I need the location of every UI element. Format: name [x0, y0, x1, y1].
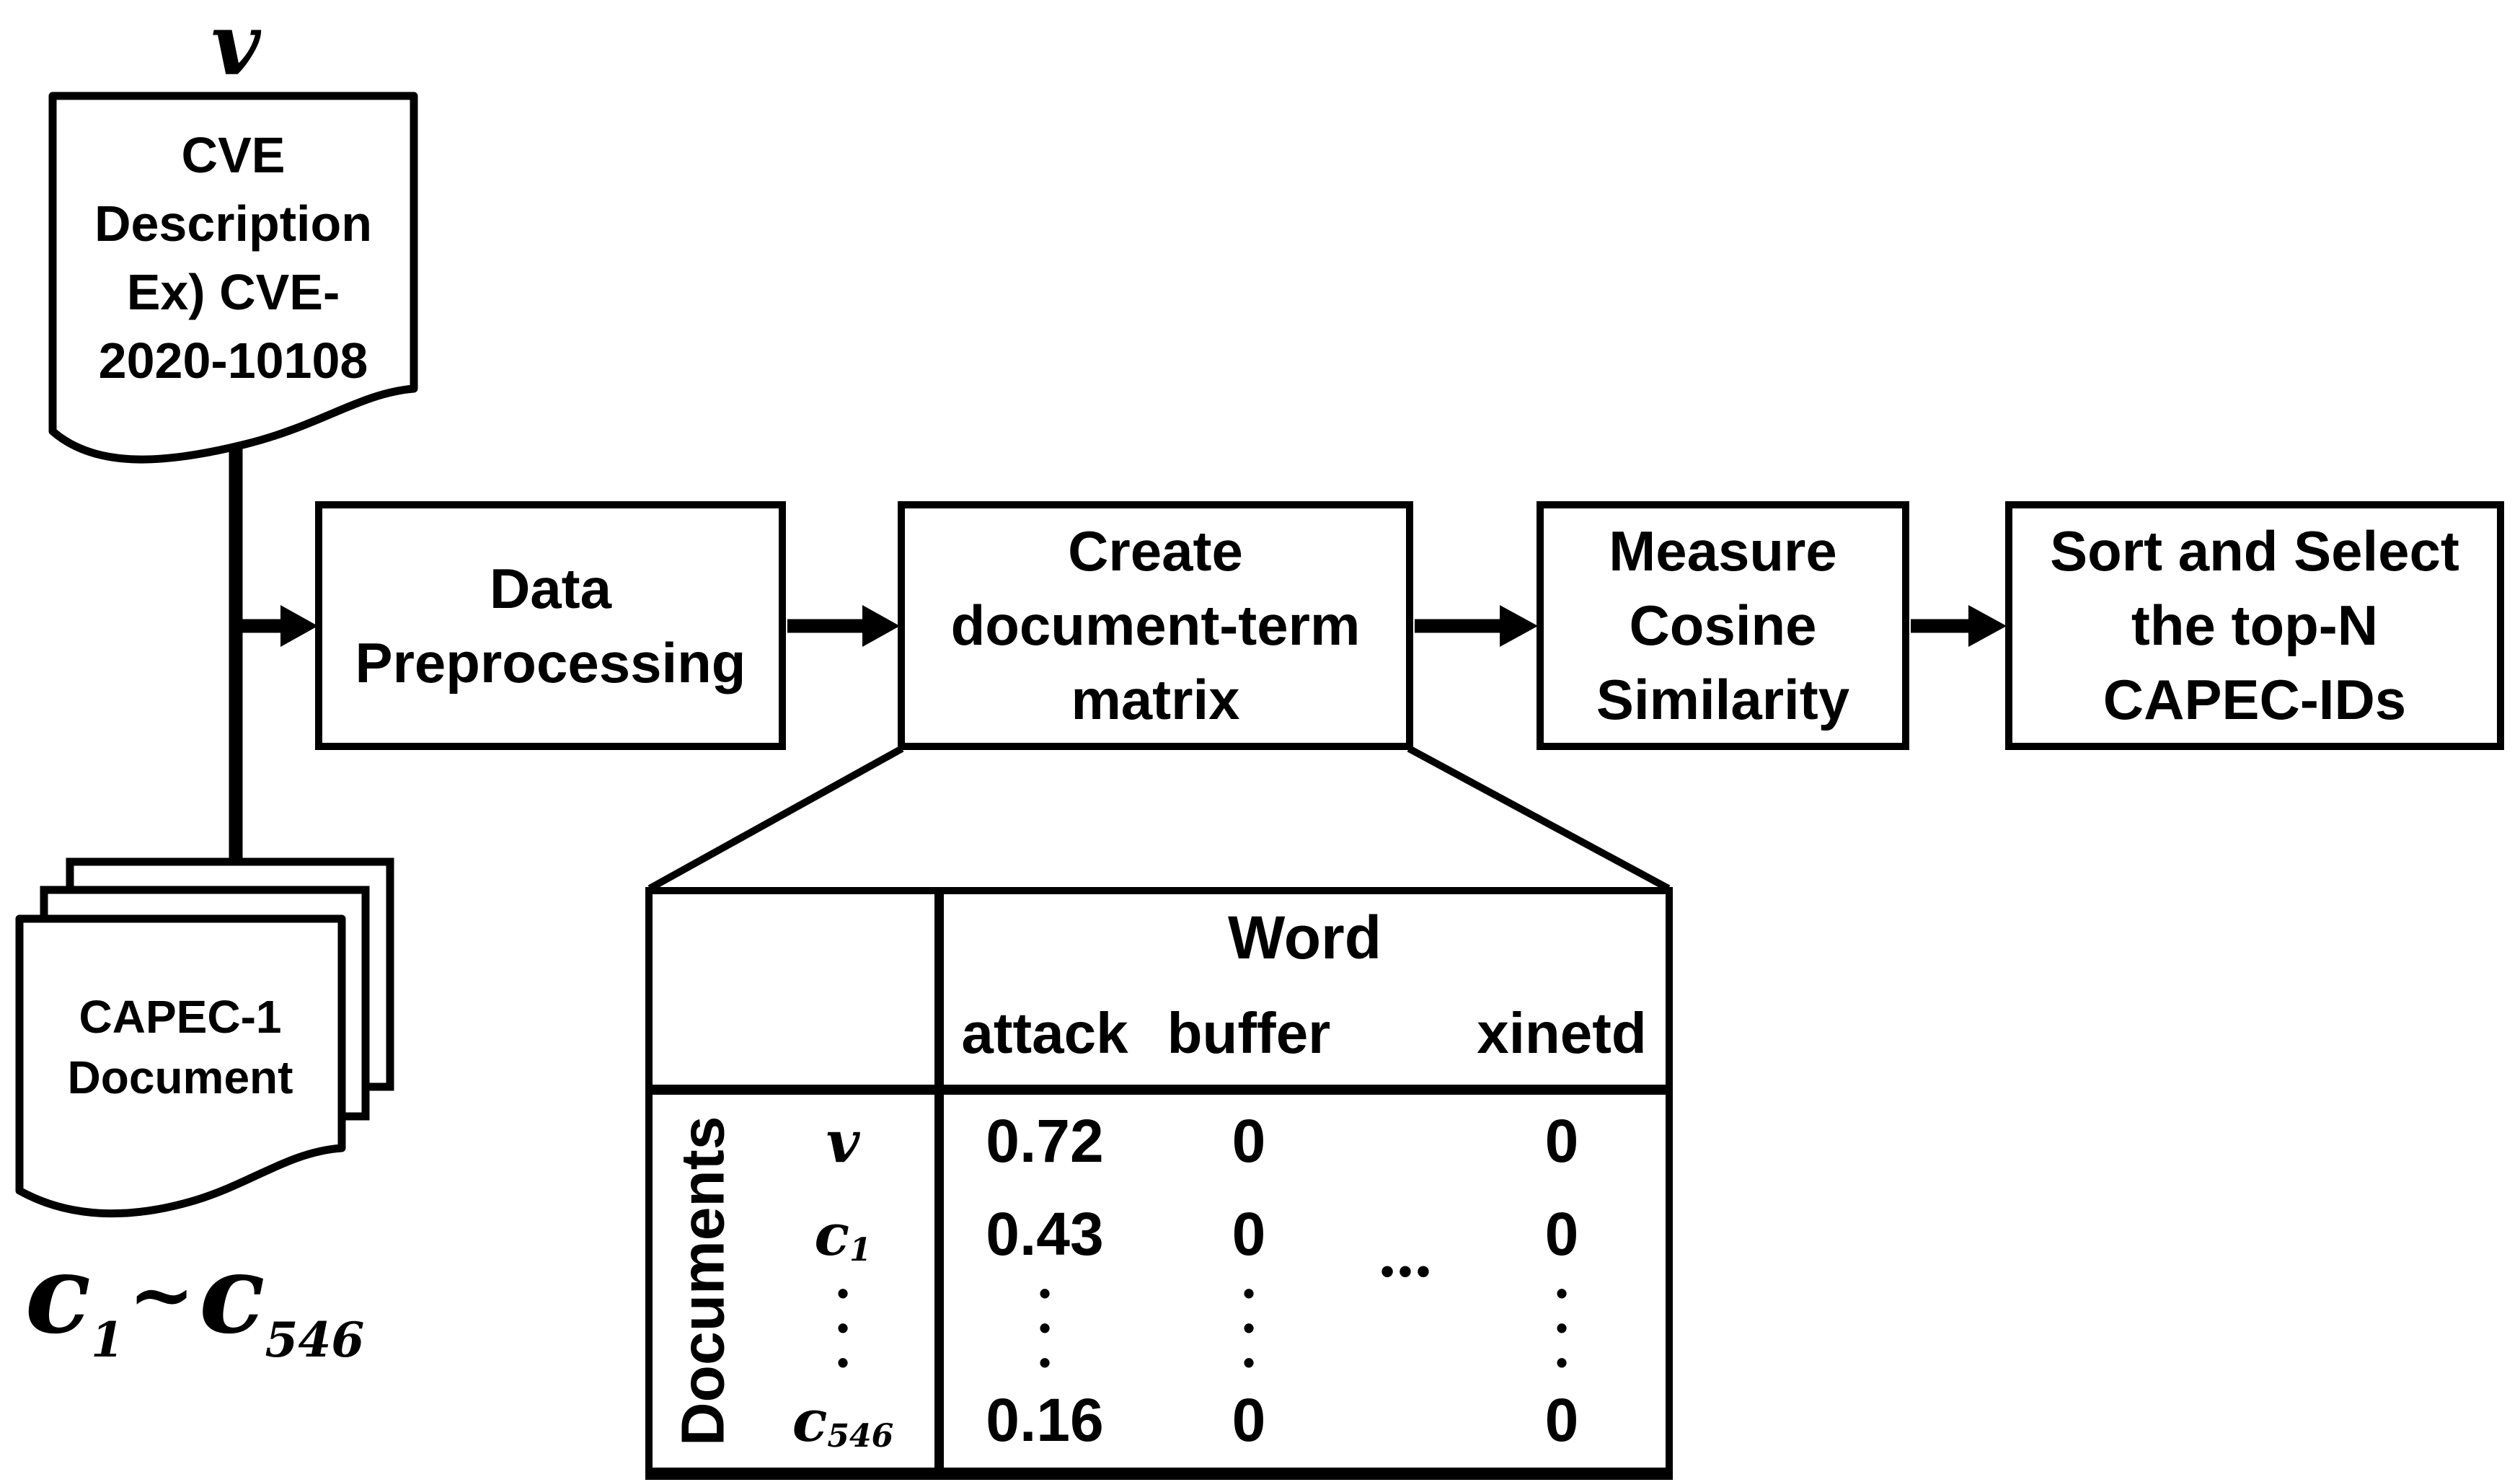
capec-document-text: CAPEC-1 Document [67, 991, 293, 1103]
cell-v-buffer: 0 [1232, 1107, 1266, 1175]
cell-v-xinetd: 0 [1544, 1107, 1579, 1175]
flow-step-measure-cosine-similarity: Measure Cosine Similarity [1537, 501, 1909, 750]
capec-range-sub1: 1 [91, 1312, 124, 1368]
capec-range-c2: c [199, 1231, 265, 1358]
arrowhead-2 [1500, 605, 1538, 647]
row-label-v: v [826, 1107, 860, 1176]
capec-range-c1: c [25, 1231, 92, 1358]
branch-arrowhead [280, 605, 318, 647]
cell-c1-attack: 0.43 [986, 1200, 1104, 1268]
cve-document-text: CVE Description Ex) CVE- 2020-10108 [94, 127, 373, 389]
capec-range-tilde: ~ [128, 1248, 195, 1341]
cve-vector-label: v [211, 0, 261, 94]
capec-range-sub2: 546 [265, 1312, 365, 1368]
cell-dots-buffer: • • • [1242, 1274, 1255, 1381]
table-header-divider [653, 1085, 1666, 1095]
arrowhead-1 [862, 605, 900, 647]
arrowhead-3 [1968, 605, 2007, 647]
word-axis-header: Word [1227, 903, 1382, 971]
cell-c546-buffer: 0 [1232, 1386, 1266, 1454]
row-label-ellipsis: • • • [836, 1274, 849, 1381]
cell-dots-attack: • • • [1038, 1274, 1051, 1381]
matrix-horizontal-ellipsis: ••• [1380, 1250, 1435, 1293]
capec-document-shape [15, 914, 346, 1218]
callout-diagonal-right [1407, 745, 1671, 892]
cve-document-shape [48, 92, 418, 464]
cell-c1-buffer: 0 [1232, 1200, 1266, 1268]
callout-diagonal-left [647, 745, 904, 892]
document-term-matrix-table: Word attack buffer xinetd Documents v 0.… [645, 887, 1673, 1480]
column-header-attack: attack [961, 1001, 1128, 1065]
cell-c546-xinetd: 0 [1544, 1386, 1579, 1454]
capec-range-label: c 1 ~ c 546 [22, 1226, 368, 1399]
flow-step-data-preprocessing: Data Preprocessing [315, 501, 786, 750]
flow-step-sort-select-topn: Sort and Select the top-N CAPEC-IDs [2005, 501, 2504, 750]
column-header-buffer: buffer [1167, 1001, 1331, 1065]
column-header-xinetd: xinetd [1477, 1001, 1647, 1065]
cell-c546-attack: 0.16 [986, 1386, 1104, 1454]
cell-c1-xinetd: 0 [1544, 1200, 1579, 1268]
cell-v-attack: 0.72 [986, 1107, 1104, 1175]
cell-dots-xinetd: • • • [1555, 1274, 1568, 1381]
documents-axis-label: Documents [668, 1116, 737, 1446]
flow-step-create-document-term-matrix: Create document-term matrix [898, 501, 1413, 750]
table-vertical-divider [934, 894, 944, 1468]
